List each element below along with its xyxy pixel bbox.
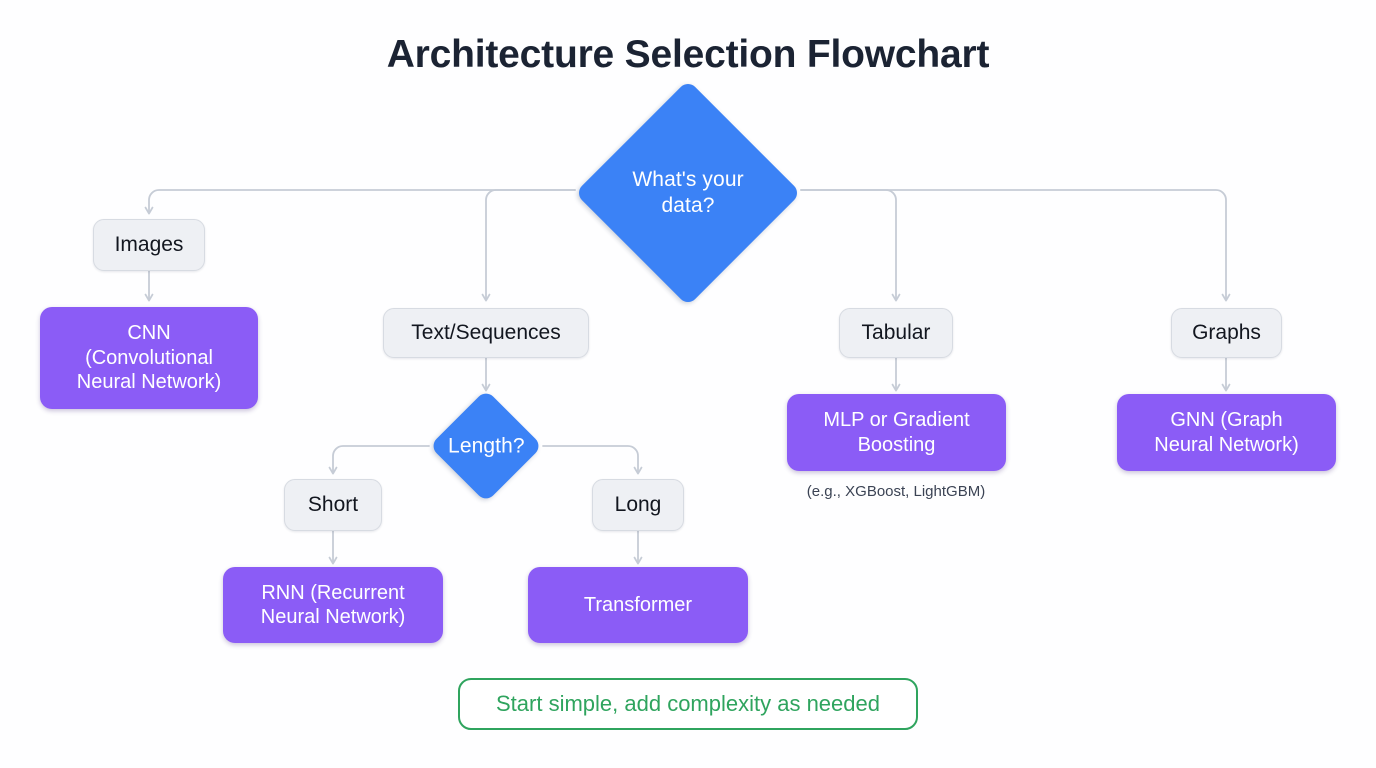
- decision-length-label: Length?: [447, 434, 525, 458]
- edge-root-to-tabular: [800, 189, 901, 302]
- option-tabular-label: Tabular: [861, 321, 931, 345]
- edge-root-to-graphs: [800, 189, 1231, 302]
- decision-what-is-your-data-label: What's your data?: [632, 168, 744, 217]
- decision-what-is-your-data[interactable]: What's your data?: [574, 79, 802, 307]
- decision-length[interactable]: Length?: [429, 389, 543, 503]
- result-cnn-label: CNN (Convolutional Neural Network): [76, 322, 222, 394]
- result-transformer[interactable]: Transformer: [528, 567, 748, 643]
- page-title: Architecture Selection Flowchart: [386, 33, 990, 76]
- result-rnn-label: RNN (Recurrent Neural Network): [260, 581, 406, 628]
- footer-advice-note: Start simple, add complexity as needed: [458, 678, 918, 730]
- result-gnn-label: GNN (Graph Neural Network): [1154, 409, 1299, 456]
- option-text-sequences[interactable]: Text/Sequences: [383, 308, 589, 358]
- footer-advice-note-label: Start simple, add complexity as needed: [496, 691, 880, 716]
- result-transformer-label: Transformer: [583, 593, 693, 616]
- option-images[interactable]: Images: [93, 219, 205, 271]
- option-long-label: Long: [614, 493, 662, 517]
- edge-root-to-text: [481, 189, 576, 302]
- caption-tabular-examples: (e.g., XGBoost, LightGBM): [806, 483, 986, 500]
- edge-root-to-images: [144, 189, 576, 215]
- result-rnn[interactable]: RNN (Recurrent Neural Network): [223, 567, 443, 643]
- edge-length-to-long: [542, 445, 643, 475]
- option-graphs[interactable]: Graphs: [1171, 308, 1282, 358]
- option-images-label: Images: [114, 233, 184, 257]
- option-short[interactable]: Short: [284, 479, 382, 531]
- result-mlp-gradient-boosting-label: MLP or Gradient Boosting: [823, 409, 970, 456]
- edge-length-to-short: [328, 445, 430, 475]
- result-cnn[interactable]: CNN (Convolutional Neural Network): [40, 307, 258, 409]
- result-mlp-gradient-boosting[interactable]: MLP or Gradient Boosting: [787, 394, 1006, 471]
- option-short-label: Short: [307, 493, 359, 517]
- option-text-sequences-label: Text/Sequences: [411, 321, 561, 345]
- option-tabular[interactable]: Tabular: [839, 308, 953, 358]
- option-long[interactable]: Long: [592, 479, 684, 531]
- result-gnn[interactable]: GNN (Graph Neural Network): [1117, 394, 1336, 471]
- option-graphs-label: Graphs: [1192, 321, 1261, 345]
